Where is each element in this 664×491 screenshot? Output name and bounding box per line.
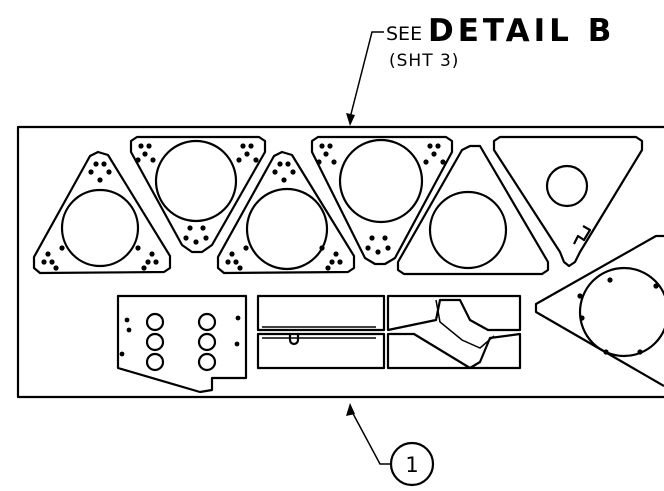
triangle-plate-7-bore xyxy=(578,266,664,358)
item-balloon-number: 1 xyxy=(405,453,418,477)
triangle-plate-2-bolt-holes xyxy=(135,143,259,245)
triangle-plate-4-bolt-holes xyxy=(316,143,446,255)
triangle-plate-5-outline xyxy=(396,144,550,276)
triangle-plate-4-outline xyxy=(310,135,454,266)
triangle-plate-6 xyxy=(492,135,644,268)
stock-plate-outline xyxy=(16,125,664,399)
triangle-plate-1 xyxy=(32,150,172,275)
bracket-plate xyxy=(116,294,248,394)
detail-callout: SEE DETAIL B (SHT 3) xyxy=(346,13,615,126)
triangle-plate-1-bolt-holes xyxy=(41,161,159,271)
strip-plate-2 xyxy=(256,332,386,370)
triangle-plate-2-outline xyxy=(129,135,267,254)
strip-plate-1 xyxy=(256,294,386,332)
triangle-plate-6-outline xyxy=(492,135,644,268)
callout-sheet-reference: (SHT 3) xyxy=(389,51,459,71)
item-leader-line xyxy=(349,407,390,465)
triangle-plate-2 xyxy=(129,135,267,254)
triangle-plate-6-notch xyxy=(573,225,592,245)
gusset-plates xyxy=(386,294,522,370)
item-balloon-1: 1 xyxy=(346,403,435,487)
gusset-plate-2 xyxy=(386,332,522,370)
triangle-plate-4 xyxy=(310,135,454,266)
gusset-plate-1 xyxy=(386,294,522,332)
triangle-plate-3-outline xyxy=(216,150,356,275)
triangle-plate-7-bolt-holes xyxy=(577,277,659,355)
triangle-plate-5 xyxy=(396,144,550,276)
triangle-plate-5-bore xyxy=(428,190,508,270)
triangle-plate-2-bore xyxy=(154,139,238,223)
strip-plates xyxy=(256,294,386,370)
triangle-plate-7 xyxy=(534,234,664,387)
callout-see-text: SEE xyxy=(386,23,422,45)
callout-leader-arrowhead xyxy=(346,113,355,126)
bracket-plate-pilot-holes xyxy=(119,315,241,357)
triangle-plate-1-outline xyxy=(32,150,172,275)
triangle-plate-7-outline xyxy=(534,234,664,387)
triangle-plate-4-bore xyxy=(338,138,424,224)
gusset-cut-line xyxy=(435,299,495,349)
triangle-plate-1-bore xyxy=(60,188,140,268)
triangle-plate-3-bore xyxy=(245,187,329,271)
bracket-plate-holes xyxy=(145,312,217,372)
strip-plate-2-slot xyxy=(288,334,300,346)
callout-leader-line xyxy=(349,31,384,119)
triangle-plate-6-hole xyxy=(545,164,589,208)
bracket-plate-outline xyxy=(116,294,248,394)
triangle-plate-3-bolt-holes xyxy=(225,161,343,271)
item-balloon-circle xyxy=(389,441,435,487)
callout-detail-title: DETAIL B xyxy=(428,13,615,49)
triangle-plate-3 xyxy=(216,150,356,275)
